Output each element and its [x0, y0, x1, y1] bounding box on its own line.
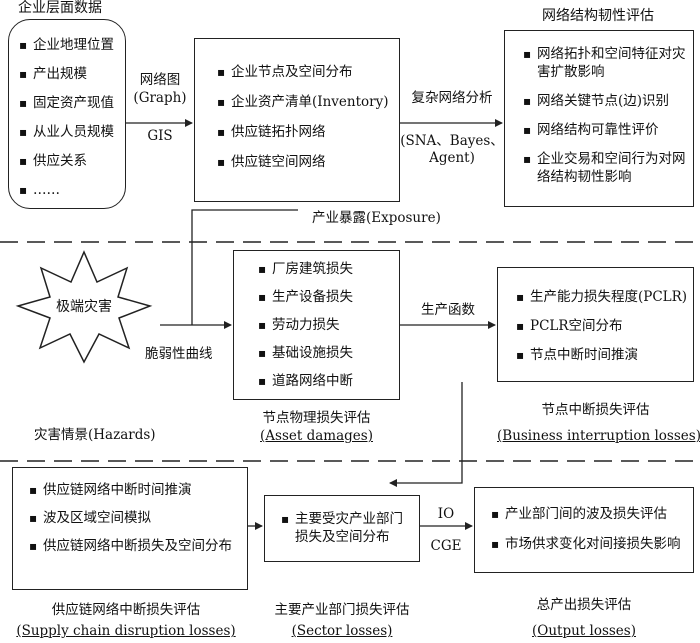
vulnerability-curve-label: 脆弱性曲线: [145, 346, 213, 362]
list-item: 节点中断时间推演: [516, 346, 692, 364]
connector-exposure-down: [191, 209, 298, 325]
list-item: 劳动力损失: [258, 316, 398, 334]
supply-caption: 供应链网络中断损失评估: [51, 602, 201, 618]
business-list: 生产能力损失程度(PCLR) PCLR空间分布 节点中断时间推演: [516, 288, 692, 364]
resilience-title: 网络结构韧性评估: [542, 8, 654, 24]
edge-network-label: (SNA、Bayes、: [400, 133, 504, 149]
list-item: 市场供求变化对间接损失影响: [491, 535, 691, 553]
business-caption-en: (Business interruption losses): [497, 428, 700, 444]
list-item: 基础设施损失: [258, 344, 398, 362]
list-item: 供应关系: [19, 152, 125, 170]
list-item: 固定资产现值: [19, 94, 125, 112]
output-box: 产业部门间的波及损失评估 市场供求变化对间接损失影响: [474, 487, 694, 573]
edge-graph-label: (Graph): [133, 90, 187, 106]
list-item: 道路网络中断: [258, 372, 398, 390]
list-item: 企业节点及空间分布: [217, 63, 399, 81]
list-item: ……: [19, 181, 125, 199]
list-item: 企业地理位置: [19, 36, 125, 54]
exposure-caption: 产业暴露(Exposure): [312, 210, 441, 226]
list-item: 产出规模: [19, 65, 125, 83]
business-caption: 节点中断损失评估: [541, 402, 650, 418]
edge-gis-label: GIS: [147, 128, 173, 144]
output-caption-en: (Output losses): [532, 623, 636, 639]
supply-box: 供应链网络中断时间推演 波及区域空间模拟 供应链网络中断损失及空间分布: [12, 467, 248, 590]
hazard-label: 极端灾害: [56, 299, 112, 315]
arrow-business-to-supply: [389, 382, 463, 487]
business-box: 生产能力损失程度(PCLR) PCLR空间分布 节点中断时间推演: [497, 267, 694, 382]
edge-network-label: 复杂网络分析: [411, 90, 493, 106]
resilience-box: 网络拓扑和空间特征对灾害扩散影响 网络关键节点(边)识别 网络结构可靠性评价 企…: [504, 30, 694, 207]
edge-graph-label: 网络图: [139, 72, 181, 88]
exposure-list: 企业节点及空间分布 企业资产清单(Inventory) 供应链拓扑网络 供应链空…: [217, 63, 399, 171]
edge-network-label: Agent): [429, 150, 475, 166]
list-item: 供应链空间网络: [217, 153, 399, 171]
asset-list: 厂房建筑损失 生产设备损失 劳动力损失 基础设施损失 道路网络中断: [258, 260, 398, 390]
exposure-box: 企业节点及空间分布 企业资产清单(Inventory) 供应链拓扑网络 供应链空…: [194, 38, 400, 202]
list-item: 厂房建筑损失: [258, 260, 398, 278]
supply-caption-en: (Supply chain disruption losses): [16, 623, 236, 639]
enterprise-list: 企业地理位置 产出规模 固定资产现值 从业人员规模 供应关系 ……: [19, 36, 125, 199]
output-caption: 总产出损失评估: [536, 597, 632, 613]
output-list: 产业部门间的波及损失评估 市场供求变化对间接损失影响: [491, 505, 691, 553]
list-item: 供应链网络中断时间推演: [29, 481, 243, 499]
list-item: PCLR空间分布: [516, 317, 692, 335]
hazards-caption: 灾害情景(Hazards): [34, 427, 156, 443]
asset-caption-en: (Asset damages): [260, 428, 373, 444]
sector-box: 主要受灾产业部门损失及空间分布: [264, 495, 420, 562]
enterprise-title: 企业层面数据: [18, 0, 102, 16]
resilience-list: 网络拓扑和空间特征对灾害扩散影响 网络关键节点(边)识别 网络结构可靠性评价 企…: [523, 45, 689, 186]
list-item: 主要受灾产业部门损失及空间分布: [281, 510, 413, 546]
list-item: 网络拓扑和空间特征对灾害扩散影响: [523, 45, 689, 81]
list-item: 产业部门间的波及损失评估: [491, 505, 691, 523]
cge-label: CGE: [430, 538, 462, 554]
sector-caption: 主要产业部门损失评估: [274, 602, 410, 618]
io-label: IO: [437, 506, 455, 522]
list-item: 企业交易和空间行为对网络结构韧性影响: [523, 150, 689, 186]
enterprise-box: 企业地理位置 产出规模 固定资产现值 从业人员规模 供应关系 ……: [8, 19, 126, 209]
supply-list: 供应链网络中断时间推演 波及区域空间模拟 供应链网络中断损失及空间分布: [29, 481, 243, 555]
list-item: 从业人员规模: [19, 123, 125, 141]
list-item: 企业资产清单(Inventory): [217, 93, 399, 111]
list-item: 生产能力损失程度(PCLR): [516, 288, 692, 306]
list-item: 波及区域空间模拟: [29, 509, 243, 527]
list-item: 生产设备损失: [258, 288, 398, 306]
sector-list: 主要受灾产业部门损失及空间分布: [281, 510, 413, 546]
asset-box: 厂房建筑损失 生产设备损失 劳动力损失 基础设施损失 道路网络中断: [233, 250, 400, 400]
list-item: 网络结构可靠性评价: [523, 121, 689, 139]
list-item: 供应链网络中断损失及空间分布: [29, 537, 243, 555]
asset-caption: 节点物理损失评估: [262, 410, 371, 426]
sector-caption-en: (Sector losses): [291, 623, 393, 639]
list-item: 网络关键节点(边)识别: [523, 92, 689, 110]
list-item: 供应链拓扑网络: [217, 123, 399, 141]
production-function-label: 生产函数: [421, 302, 475, 318]
hazard-star-shape: [15, 250, 153, 364]
